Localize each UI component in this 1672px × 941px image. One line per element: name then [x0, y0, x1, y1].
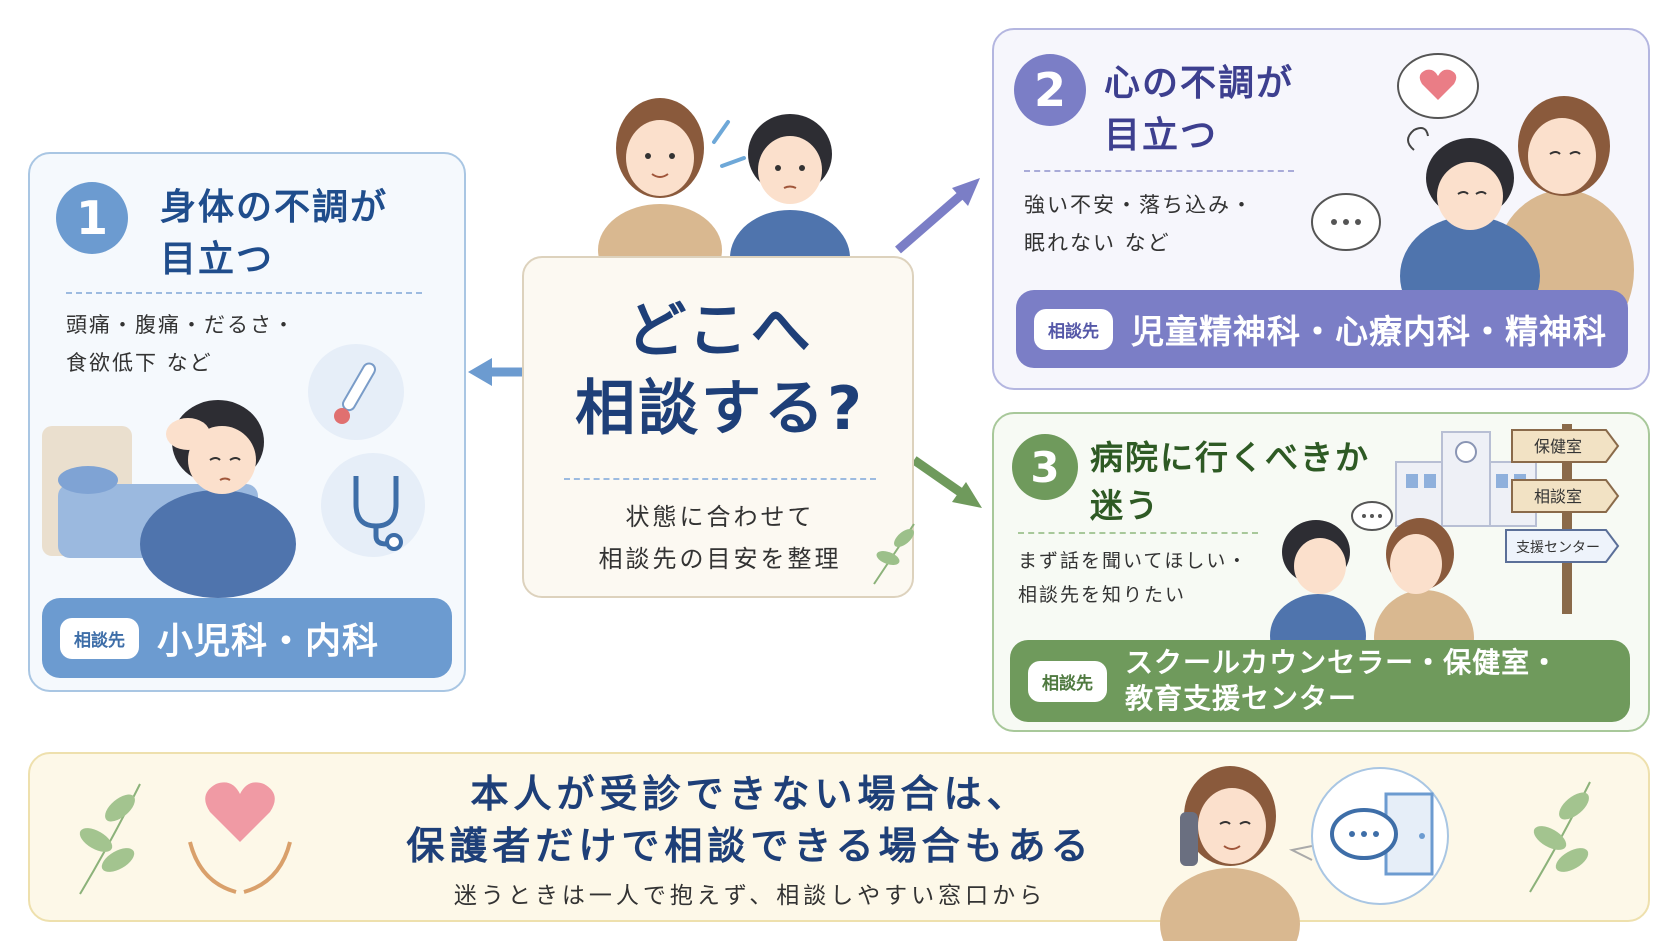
card-mental: 2 心の不調が 目立つ 強い不安・落ち込み・ 眠れない など 相談先 児童精神科…	[992, 28, 1650, 390]
card-number: 1	[56, 182, 128, 254]
leaf-icon	[79, 783, 141, 895]
phone-icon	[1160, 766, 1300, 941]
destination-tag: 相談先	[1034, 308, 1113, 350]
center-subtitle: 状態に合わせて 相談先の目安を整理	[598, 503, 842, 573]
divider	[1018, 532, 1258, 534]
speech-bubble-icon	[1311, 193, 1381, 251]
destination-tag: 相談先	[1028, 660, 1107, 702]
parent-child-illustration	[598, 98, 850, 306]
destination-label: スクールカウンセラー・保健室・ 教育支援センター	[1125, 646, 1560, 715]
card-title: 心の不調が 目立つ	[1104, 63, 1295, 156]
destination-label: 児童精神科・心療内科・精神科	[1131, 312, 1607, 351]
chat-icon	[1288, 767, 1449, 905]
bottom-message: 本人が受診できない場合は、 保護者だけで相談できる場合もある	[406, 772, 1094, 868]
destination-tag: 相談先	[60, 617, 139, 659]
destination-bar: 相談先 小児科・内科	[42, 598, 452, 678]
card-symptoms: 強い不安・落ち込み・ 眠れない など	[1024, 193, 1254, 255]
divider	[66, 292, 422, 294]
arrow-lower-right	[911, 456, 982, 508]
bottom-banner: 本人が受診できない場合は、 保護者だけで相談できる場合もある 迷うときは一人で抱…	[28, 752, 1650, 941]
card-title: 身体の不調が 目立つ	[160, 187, 389, 280]
caring-hands-icon	[188, 782, 292, 894]
heart-icon	[1397, 53, 1479, 119]
destination-label: 小児科・内科	[157, 621, 380, 662]
thermometer-icon	[308, 344, 404, 440]
signpost-label: 相談室	[1534, 487, 1582, 506]
divider	[1024, 170, 1294, 172]
school-building-illustration	[1395, 431, 1537, 527]
card-physical: 1 身体の不調が 目立つ 頭痛・腹痛・だるさ・ 食欲低下 など 相談先 小児科・…	[28, 152, 466, 692]
sick-child-illustration	[42, 400, 296, 598]
destination-bar: 相談先 スクールカウンセラー・保健室・ 教育支援センター	[1010, 640, 1630, 722]
divider	[564, 478, 876, 480]
mother-comforting-child-illustration	[1400, 96, 1634, 350]
center-question: どこへ 相談する?	[575, 296, 865, 444]
leaf-icon	[1529, 781, 1591, 893]
signpost-label: 支援センター	[1516, 540, 1600, 556]
arrow-upper-right	[895, 178, 980, 254]
child-and-mother-talking-illustration	[1270, 501, 1474, 686]
card-symptoms: まず話を聞いてほしい・ 相談先を知りたい	[1018, 550, 1249, 606]
card-unsure: 3 病院に行くべきか 迷う まず話を聞いてほしい・ 相談先を知りたい 保健室 相…	[992, 412, 1650, 732]
bottom-subtext: 迷うときは一人で抱えず、相談しやすい窓口から	[453, 883, 1047, 909]
card-number: 3	[1012, 434, 1078, 500]
stethoscope-icon	[321, 453, 425, 557]
arrow-left	[468, 358, 522, 386]
card-number: 2	[1014, 54, 1086, 126]
destination-bar: 相談先 児童精神科・心療内科・精神科	[1016, 290, 1628, 368]
card-title: 病院に行くべきか 迷う	[1090, 438, 1370, 525]
signpost-icon: 保健室 相談室 支援センター	[1505, 424, 1620, 614]
center-question-card: どこへ 相談する? 状態に合わせて 相談先の目安を整理	[522, 256, 915, 598]
card-symptoms: 頭痛・腹痛・だるさ・ 食欲低下 など	[66, 313, 296, 375]
signpost-label: 保健室	[1534, 437, 1582, 456]
leaf-icon	[873, 523, 915, 585]
